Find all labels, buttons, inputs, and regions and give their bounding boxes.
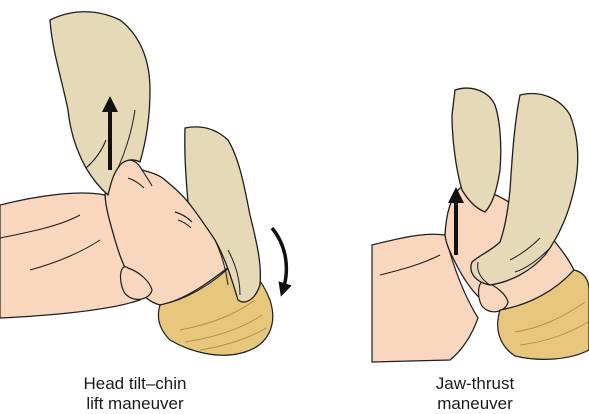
curved-arrow-down-icon bbox=[272, 228, 286, 290]
caption-head-tilt-chin-lift: Head tilt–chin lift maneuver bbox=[30, 374, 240, 414]
head-tilt-chin-lift-panel bbox=[0, 12, 286, 355]
caption-right-line2: maneuver bbox=[370, 394, 580, 414]
caption-left-line2: lift maneuver bbox=[30, 394, 240, 414]
jaw-thrust-panel bbox=[372, 88, 589, 362]
caption-jaw-thrust: Jaw-thrust maneuver bbox=[370, 374, 580, 414]
caption-right-line1: Jaw-thrust bbox=[370, 374, 580, 394]
caption-left-line1: Head tilt–chin bbox=[30, 374, 240, 394]
